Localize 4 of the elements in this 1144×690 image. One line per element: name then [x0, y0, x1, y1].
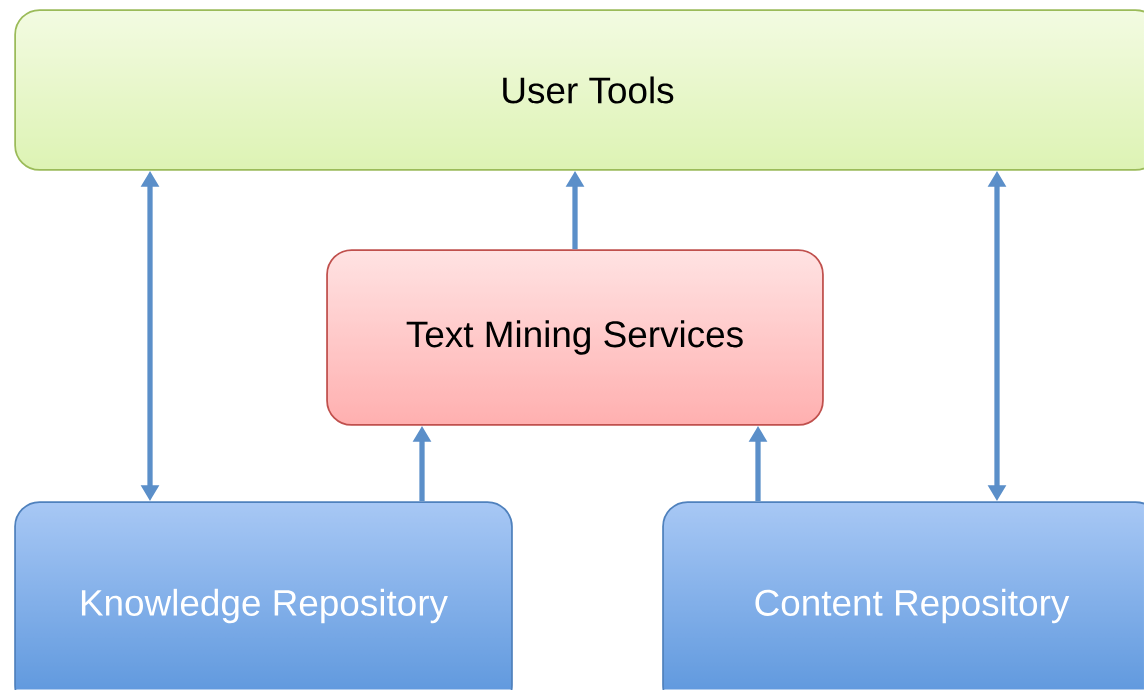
- process-box: Text Mining Services: [326, 249, 824, 426]
- process-box: Knowledge Repository: [14, 501, 513, 690]
- process-box: Content Repository: [662, 501, 1144, 690]
- process-box: User Tools: [14, 9, 1144, 171]
